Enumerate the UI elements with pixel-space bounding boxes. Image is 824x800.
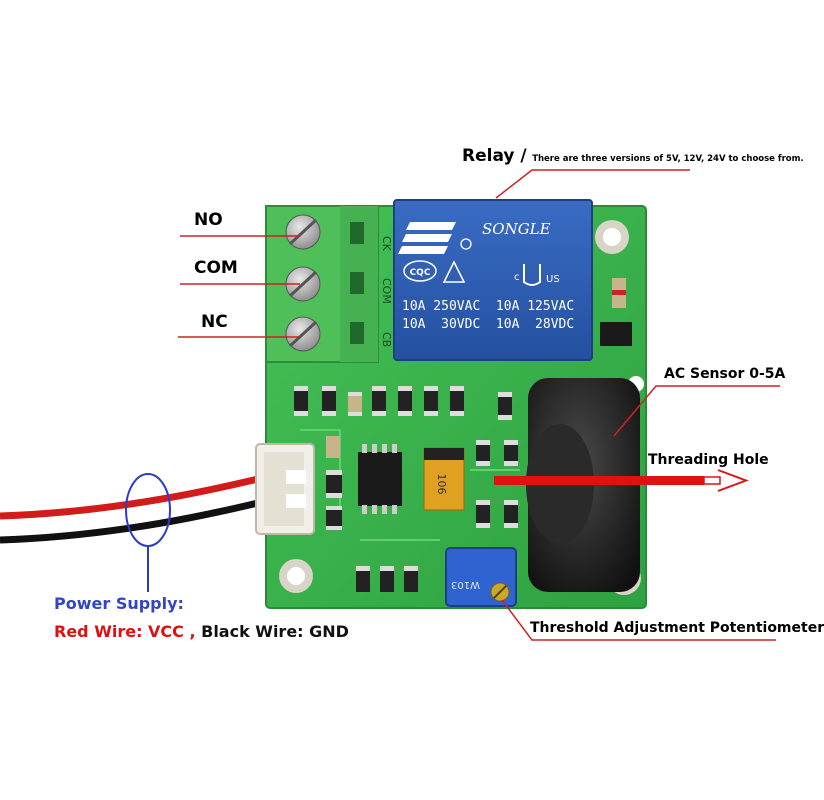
product-photo: CK COM CB SONGLE CQC c US 10A 250VAC 10A… xyxy=(0,169,780,641)
terminal-cb-label: CB xyxy=(380,332,393,347)
ac-sensor-label: AC Sensor 0-5A xyxy=(664,366,786,382)
red-wire-label: Red Wire: VCC xyxy=(54,622,184,641)
black-wire-label: Black Wire: GND xyxy=(201,622,349,641)
relay-rating-line1: 10A 250VAC 10A 125VAC xyxy=(402,299,574,314)
no-label: NO xyxy=(194,210,223,230)
cap-code: 106 xyxy=(435,474,448,495)
terminal-ck-label: CK xyxy=(380,236,393,252)
power-wires xyxy=(0,474,263,544)
relay-module: SONGLE CQC c US 10A 250VAC 10A 125VAC 10… xyxy=(393,199,593,361)
cqc-mark: CQC xyxy=(410,268,431,278)
threading-hole-arrow xyxy=(494,469,749,492)
ul-mark: US xyxy=(546,274,560,285)
songle-logo xyxy=(398,222,456,254)
pot-code: W103 xyxy=(451,579,480,590)
wire-highlight xyxy=(125,473,171,592)
smd-components: 106 xyxy=(294,278,632,592)
relay-note: There are three versions of 5V, 12V, 24V… xyxy=(532,154,804,164)
relay-annotation: Relay / There are three versions of 5V, … xyxy=(462,146,804,166)
com-label: COM xyxy=(194,258,238,278)
relay-rating-line2: 10A 30VDC 10A 28VDC xyxy=(402,317,574,332)
threshold-label: Threshold Adjustment Potentiometer xyxy=(530,620,824,636)
threading-hole-label: Threading Hole xyxy=(648,452,769,468)
power-supply-label: Power Supply: xyxy=(54,594,184,613)
potentiometer: W103 xyxy=(445,547,517,607)
relay-title: Relay / xyxy=(462,146,527,166)
terminal-com-label: COM xyxy=(380,278,393,304)
wire-separator: , xyxy=(183,622,202,641)
nc-label: NC xyxy=(201,312,228,332)
jst-connector xyxy=(255,443,315,535)
relay-brand: SONGLE xyxy=(482,220,551,238)
wire-legend: Red Wire: VCC , Black Wire: GND xyxy=(54,622,349,641)
c-mark: c xyxy=(514,272,520,283)
annotation-lines xyxy=(178,169,780,641)
